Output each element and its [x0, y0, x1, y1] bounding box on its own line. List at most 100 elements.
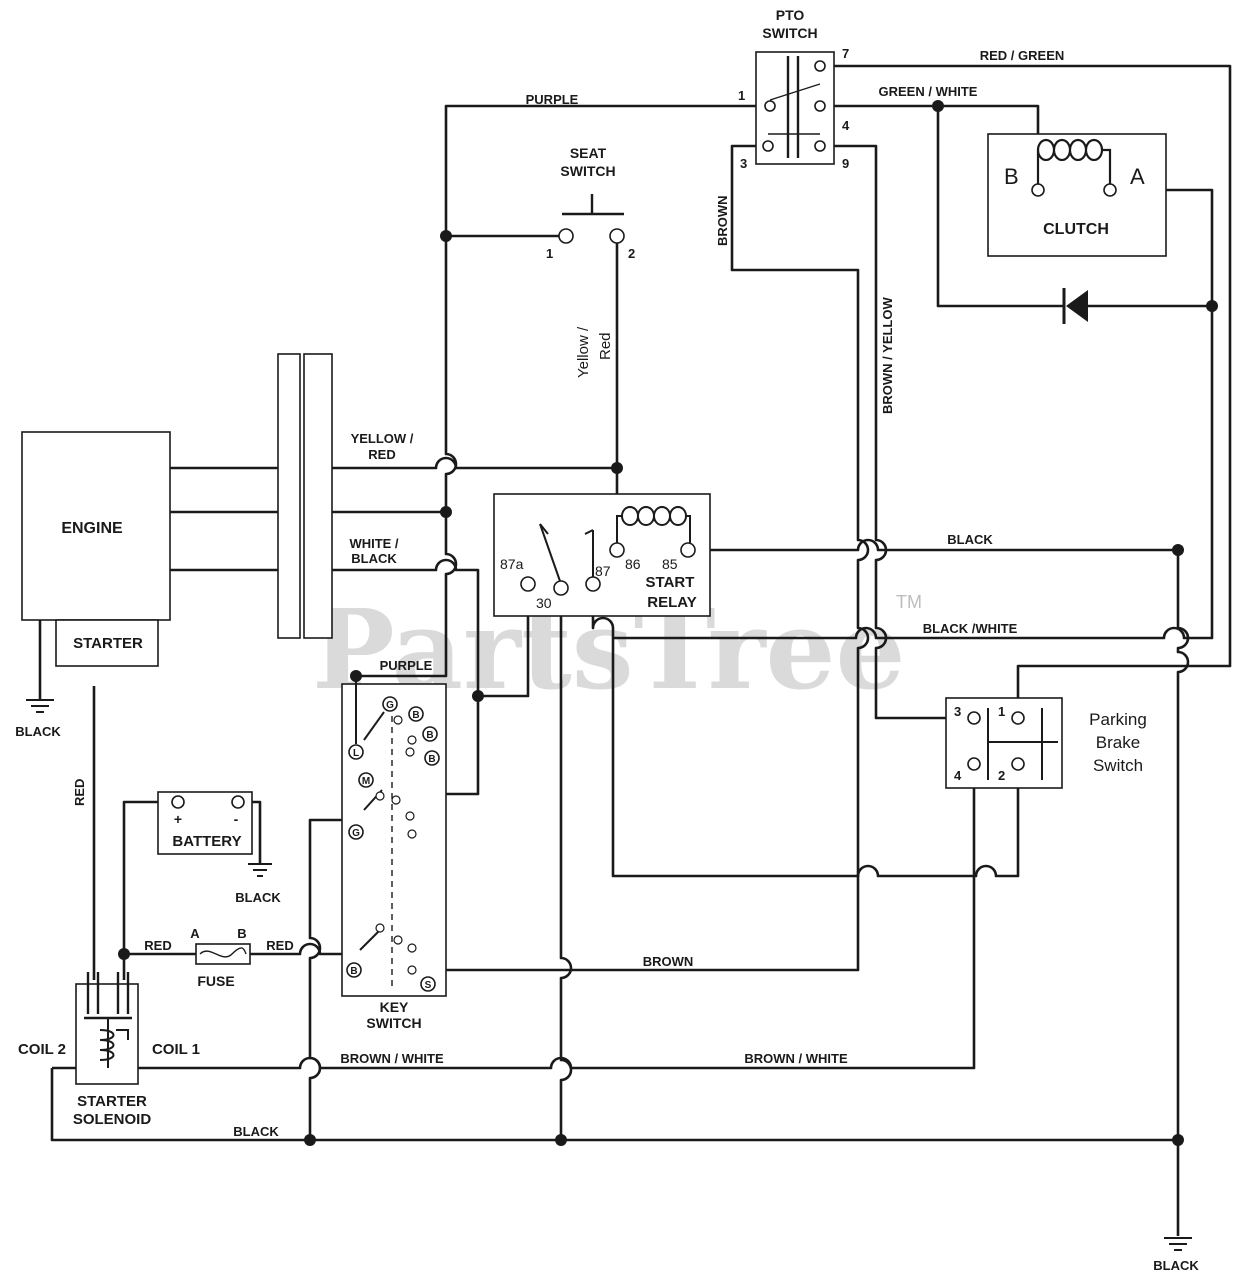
junction-dot [611, 462, 623, 474]
fuse-label: FUSE [197, 973, 234, 989]
solenoid-coil-lead [116, 1029, 129, 1040]
pto-pin-7 [814, 60, 826, 72]
key-terminal-b [346, 962, 362, 978]
clutch-label: CLUTCH [1043, 221, 1109, 238]
wire-brown [416, 144, 870, 972]
label-black-bottom: BLACK [233, 1124, 279, 1139]
junction-dot [118, 948, 130, 960]
junction-dot [555, 1134, 567, 1146]
relay-pin-86 [609, 542, 625, 558]
diode [1062, 288, 1088, 324]
pto-pin-label-3: 3 [740, 156, 747, 171]
key-terminal-label: G [352, 828, 360, 839]
wire-red-fuse-right [250, 942, 352, 956]
wire-black-relay [688, 538, 1178, 552]
label-yellow-red-vertical-1: Yellow / [575, 326, 592, 378]
pto-pin-9 [814, 140, 826, 152]
parking-brake-label-1: Parking [1089, 710, 1147, 729]
key-terminal-s [420, 976, 436, 992]
relay-pin-30 [553, 580, 569, 596]
wire-brown-yellow [820, 144, 968, 720]
label-black-white: BLACK /WHITE [923, 621, 1018, 636]
key-arm [359, 929, 381, 951]
parking-pin-label-1: 1 [998, 704, 1005, 719]
diode-symbol [1066, 290, 1088, 322]
key-terminal-label: B [412, 710, 419, 721]
starter-label: STARTER [73, 635, 143, 652]
label-red-starter: RED [72, 779, 87, 806]
clutch-coil [1036, 138, 1104, 162]
parking-brake-pin-3 [967, 711, 981, 725]
parking-brake-label-2: Brake [1096, 733, 1140, 752]
label-purple-key: PURPLE [380, 658, 433, 673]
wire-key-ground [308, 818, 356, 1140]
pto-contact [769, 83, 821, 101]
label-black-relay: BLACK [947, 532, 993, 547]
solenoid-coil [99, 1029, 115, 1061]
wire-white-black [332, 558, 480, 796]
relay-contact-87 [584, 529, 594, 535]
wire-labels: RED / GREEN GREEN / WHITE PURPLE BROWN B… [72, 48, 1064, 1139]
battery-positive-terminal [171, 795, 185, 809]
label-white-black-1: WHITE / [349, 536, 398, 551]
pto-pin-1 [764, 100, 776, 112]
seat-pin-label-2: 2 [628, 246, 635, 261]
label-brown-white-left: BROWN / WHITE [340, 1051, 444, 1066]
main-ground-label: BLACK [1153, 1258, 1199, 1273]
start-relay-body [493, 493, 711, 617]
key-terminal-label: B [350, 966, 357, 977]
relay-pin-label-87a: 87a [500, 556, 524, 572]
battery-plus: + [174, 811, 182, 827]
label-brown-pto: BROWN [715, 195, 730, 246]
key-terminal-label: S [425, 980, 432, 991]
parking-brake-pin-2 [1011, 757, 1025, 771]
starter-solenoid: COIL 2 COIL 1 STARTER SOLENOID [18, 972, 200, 1128]
relay-label-1: START [646, 574, 695, 591]
key-terminal-g [348, 824, 364, 840]
pto-pin-4 [814, 100, 826, 112]
relay-contact-arm [539, 523, 549, 535]
wires [38, 64, 1232, 1236]
label-brown-white-right: BROWN / WHITE [744, 1051, 848, 1066]
pto-pin-label-7: 7 [842, 46, 849, 61]
clutch: B A CLUTCH [987, 133, 1167, 257]
relay-label-2: RELAY [647, 594, 696, 611]
relay-pin-87a [520, 576, 536, 592]
battery-negative-terminal [231, 795, 245, 809]
seat-pin-label-1: 1 [546, 246, 553, 261]
connector-right [303, 353, 333, 639]
wire-relay-30 [559, 590, 573, 1140]
junction-dot [472, 690, 484, 702]
relay-pin-label-30: 30 [536, 595, 552, 611]
key-terminal-b [422, 726, 438, 742]
engine-body [21, 431, 171, 621]
label-red-green: RED / GREEN [980, 48, 1065, 63]
battery: + - BATTERY [157, 791, 253, 855]
engine-ground-label: BLACK [15, 724, 61, 739]
label-brown-yellow: BROWN / YELLOW [880, 297, 895, 414]
seat-pin-2 [609, 228, 625, 244]
label-yellow-red-2: RED [368, 447, 395, 462]
label-green-white: GREEN / WHITE [879, 84, 978, 99]
key-terminal-label: M [362, 776, 370, 787]
label-yellow-red-vertical-2: Red [597, 332, 614, 360]
watermark-tm: TM [896, 592, 922, 612]
relay-coil-leads [616, 515, 691, 546]
seat-pin-1 [558, 228, 574, 244]
main-ground: BLACK [1153, 1237, 1199, 1273]
fuse-terminal-b: B [237, 926, 246, 941]
pto-pin-label-1: 1 [738, 88, 745, 103]
key-terminal-label: B [428, 754, 435, 765]
relay-pin-87 [585, 576, 601, 592]
seat-title-2: SWITCH [560, 163, 615, 179]
key-terminal-b [408, 706, 424, 722]
wire-black-bottom [50, 1068, 1178, 1142]
wire-purple-trunk [356, 236, 458, 678]
key-switch: G B B L B M G B S KEY SWITCH [341, 676, 447, 1031]
battery-ground-label: BLACK [235, 890, 281, 905]
junction-dot [1206, 300, 1218, 312]
label-white-black-2: BLACK [351, 551, 397, 566]
label-brown-key: BROWN [643, 954, 694, 969]
junction-dot [1172, 544, 1184, 556]
